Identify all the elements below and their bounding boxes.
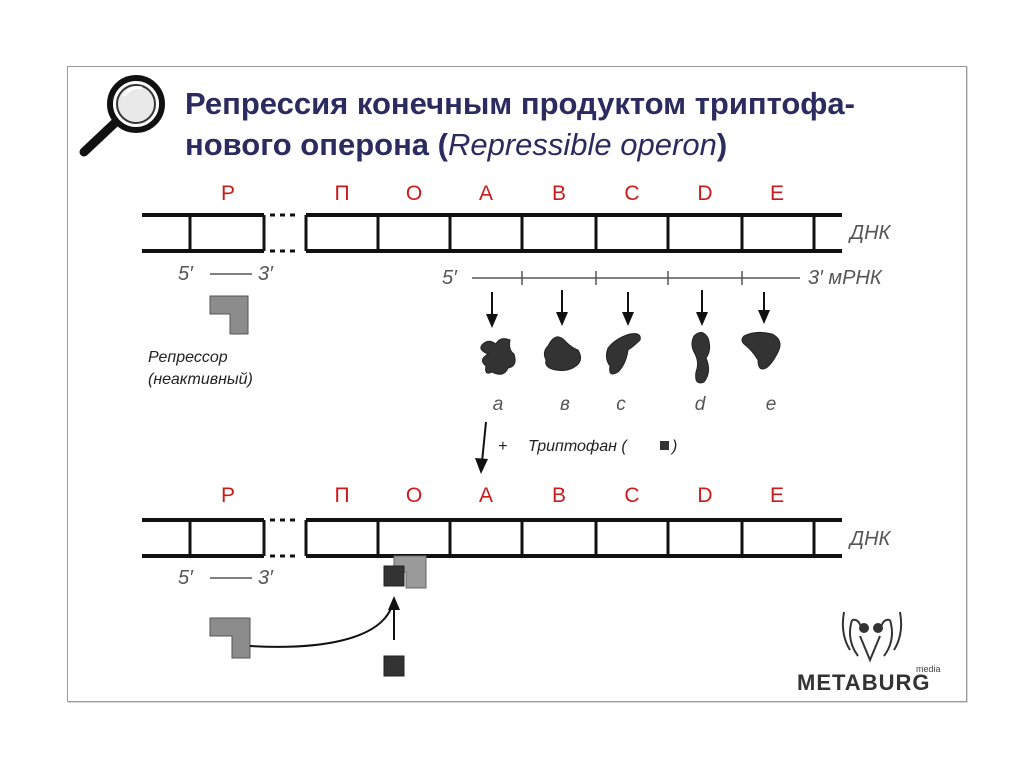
tryptophan-addition-arrow: [475, 422, 488, 474]
magnifier-icon: [84, 78, 162, 152]
three-prime-bottom: 3′: [258, 567, 274, 589]
gene-label-operator: О: [406, 182, 422, 205]
dna-label-bottom: ДНК: [848, 528, 892, 550]
protein-b-shape: [544, 337, 580, 371]
gene-label-e: Е: [770, 182, 784, 205]
five-prime-top: 5′: [178, 263, 194, 285]
protein-labels: а в с d е: [493, 394, 777, 415]
five-prime-bottom: 5′: [178, 567, 194, 589]
gene-label-d: D: [697, 182, 712, 205]
title-line-1: Репрессия конечным продуктом триптофа-: [185, 86, 855, 121]
tryptophan-up-arrowhead: [388, 596, 400, 610]
title-line-2: нового оперона (Repressible operon): [185, 127, 727, 162]
protein-label-a: а: [493, 394, 504, 415]
tryptophan-legend-square: [660, 441, 669, 450]
gene-label-p: P: [221, 182, 235, 205]
protein-shapes: [481, 332, 780, 382]
protein-e-shape: [742, 332, 780, 369]
gene-label-a-bottom: А: [479, 484, 493, 507]
gene-label-b: В: [552, 182, 566, 205]
gene-label-b-bottom: В: [552, 484, 566, 507]
logo-figures-icon: [843, 612, 901, 660]
gene-label-p-bottom: P: [221, 484, 235, 507]
protein-c-shape: [606, 334, 640, 374]
tryptophan-label: Триптофан (: [528, 438, 628, 455]
dna-strand-top: [142, 215, 842, 251]
gene-labels-bottom: P П О А В С D Е: [221, 484, 784, 507]
repressor-label-line-1: Репрессор: [148, 349, 228, 366]
protein-label-b: в: [560, 394, 570, 415]
gene-label-a: А: [479, 182, 493, 205]
protein-d-shape: [692, 332, 710, 382]
protein-label-e: е: [766, 394, 777, 415]
gene-label-d-bottom: D: [697, 484, 712, 507]
three-prime-top: 3′: [258, 263, 274, 285]
gene-label-e-bottom: Е: [770, 484, 784, 507]
mrna-line: [472, 271, 800, 285]
mrna-three-prime-label: 3′ мРНК: [808, 267, 883, 289]
protein-label-c: с: [616, 394, 626, 415]
tryptophan-plus: +: [498, 438, 507, 455]
binding-curve-arrow: [250, 606, 392, 647]
active-repressor-complex: [384, 556, 426, 588]
dna-label-top: ДНК: [848, 222, 892, 244]
repressor-inactive-shape: [210, 296, 248, 334]
logo-text: METABURG: [797, 670, 930, 695]
gene-label-promoter-bottom: П: [334, 484, 349, 507]
gene-label-operator-bottom: О: [406, 484, 422, 507]
translation-arrows: [486, 290, 770, 328]
protein-label-d: d: [695, 394, 707, 415]
protein-a-shape: [481, 339, 515, 375]
repressor-shape-bottom: [210, 618, 250, 658]
tryptophan-label-end: ): [670, 438, 677, 455]
gene-label-c: С: [624, 182, 639, 205]
repressor-label-line-2: (неактивный): [148, 371, 253, 388]
dna-strand-bottom: [142, 520, 842, 556]
metaburg-logo: media METABURG: [797, 612, 941, 695]
gene-label-c-bottom: С: [624, 484, 639, 507]
gene-label-promoter: П: [334, 182, 349, 205]
tryptophan-square: [384, 656, 404, 676]
gene-labels-top: P П О А В С D Е: [221, 182, 784, 205]
mrna-five-prime: 5′: [442, 267, 458, 289]
